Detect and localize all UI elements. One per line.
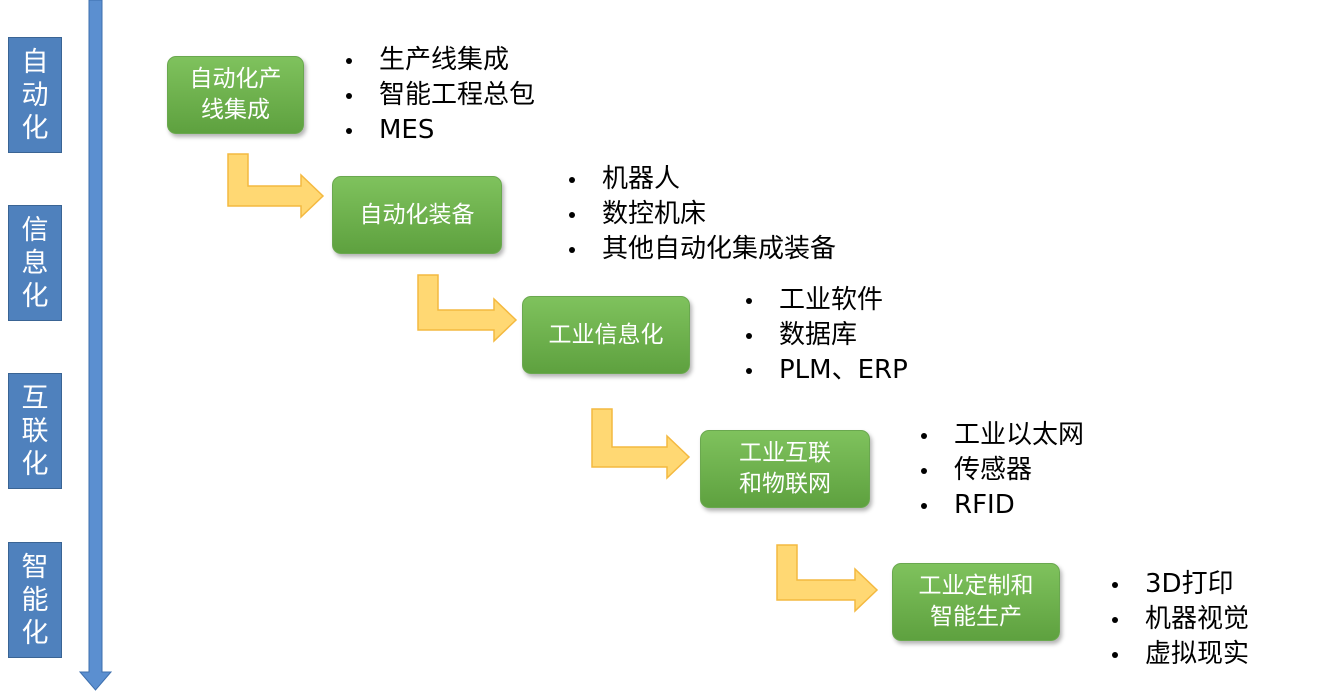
list-item: 3D打印 [1109,567,1249,602]
bullets-step-5: 3D打印 机器视觉 虚拟现实 [1109,567,1249,672]
connector-arrow-3 [591,408,691,480]
step-industrial-iot: 工业互联和物联网 [700,430,870,508]
bullets-step-1: 生产线集成 智能工程总包 MES [343,43,535,148]
list-item: 虚拟现实 [1109,637,1249,672]
bullets-step-4: 工业以太网 传感器 RFID [918,418,1084,523]
step-custom-smart-production: 工业定制和智能生产 [892,563,1060,641]
list-item: 工业软件 [743,283,908,318]
list-item: 工业以太网 [918,418,1084,453]
step-industrial-informatization: 工业信息化 [522,296,690,374]
list-item: 机器人 [566,162,836,197]
step-automation-line-integration: 自动化产线集成 [167,56,304,134]
list-item: 数控机床 [566,197,836,232]
list-item: RFID [918,488,1084,523]
stage-label-intelligence: 智能化 [8,542,62,658]
list-item: 智能工程总包 [343,78,535,113]
list-item: 机器视觉 [1109,602,1249,637]
list-item: 数据库 [743,318,908,353]
step-automation-equipment: 自动化装备 [332,176,502,254]
list-item: PLM、ERP [743,353,908,388]
stage-label-interconnection: 互联化 [8,373,62,489]
bullets-step-3: 工业软件 数据库 PLM、ERP [743,283,908,388]
list-item: 生产线集成 [343,43,535,78]
bullets-step-2: 机器人 数控机床 其他自动化集成装备 [566,162,836,267]
stage-label-informatization: 信息化 [8,205,62,321]
list-item: MES [343,113,535,148]
connector-arrow-2 [417,274,518,343]
connector-arrow-4 [776,544,879,613]
list-item: 其他自动化集成装备 [566,232,836,267]
connector-arrow-1 [227,153,325,219]
timeline-arrow [78,0,113,691]
list-item: 传感器 [918,453,1084,488]
stage-label-automation: 自动化 [8,37,62,153]
